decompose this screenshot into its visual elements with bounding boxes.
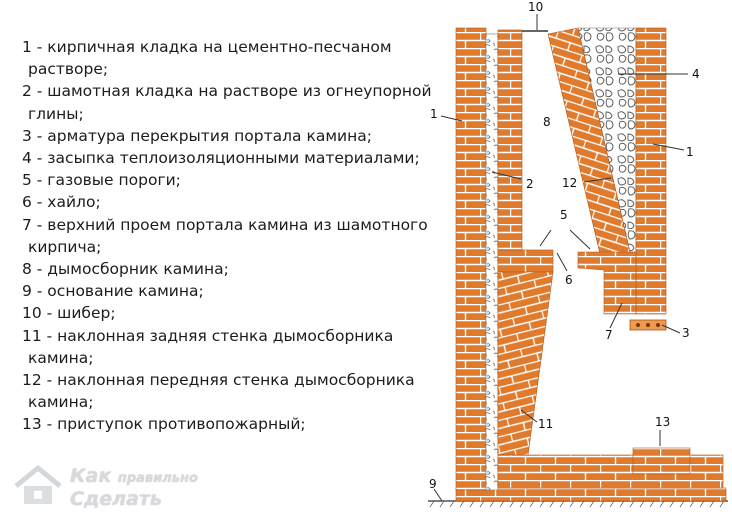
right-brick-wall bbox=[635, 27, 667, 315]
legend-item: 10 - шибер; bbox=[22, 302, 442, 324]
callout-10: 10 bbox=[528, 0, 543, 14]
callout-9: 9 bbox=[429, 477, 437, 491]
legend-item-text: 5 - газовые пороги; bbox=[22, 171, 181, 190]
legend-item-continuation: камина; bbox=[28, 348, 94, 367]
legend-item: 11 - наклонная задняя стенка дымосборник… bbox=[22, 325, 442, 369]
legend-item-text: 8 - дымосборник камина; bbox=[22, 260, 229, 279]
watermark-word-sdelat: Сделать bbox=[70, 488, 162, 510]
callout-5: 5 bbox=[560, 208, 568, 222]
legend-item: 12 - наклонная передняя стенка дымосборн… bbox=[22, 369, 442, 413]
legend-item-text: 6 - хайло; bbox=[22, 193, 101, 212]
legend-item: 3 - арматура перекрытия портала камина; bbox=[22, 125, 442, 147]
legend-item-continuation: глины; bbox=[28, 104, 84, 123]
fireplace-base bbox=[428, 487, 728, 508]
watermark-logo: Как правильно Сделать bbox=[10, 462, 220, 512]
legend-item-text: 10 - шибер; bbox=[22, 304, 116, 323]
callout-13: 13 bbox=[655, 415, 670, 429]
callout-2: 2 bbox=[526, 177, 534, 191]
legend-item-text: 1 - кирпичная кладка на цементно-песчано… bbox=[22, 38, 392, 56]
callout-12: 12 bbox=[562, 176, 577, 190]
portal-reinforcement bbox=[629, 319, 667, 331]
legend-item-continuation: раствоpe; bbox=[28, 60, 109, 79]
legend-list: 1 - кирпичная кладка на цементно-песчано… bbox=[22, 36, 442, 436]
legend-item: 5 - газовые пороги; bbox=[22, 169, 442, 191]
legend-item-text: 12 - наклонная передняя стенка дымосборн… bbox=[22, 371, 415, 390]
legend-item: 6 - хайло; bbox=[22, 191, 442, 213]
callout-3: 3 bbox=[682, 326, 690, 340]
callout-1-right: 1 bbox=[686, 145, 694, 159]
legend-item-text: 7 - верхний проем портала камина из шамо… bbox=[22, 215, 428, 234]
legend-item-text: 11 - наклонная задняя стенка дымосборник… bbox=[22, 326, 394, 345]
watermark-word-kak: Как bbox=[70, 465, 112, 487]
callout-6: 6 bbox=[565, 273, 573, 287]
portal-top-opening bbox=[577, 251, 637, 315]
legend-item: 7 - верхний проем портала камина из шамо… bbox=[22, 214, 442, 258]
fire-safety-step bbox=[632, 447, 691, 475]
callout-11: 11 bbox=[538, 417, 553, 431]
legend-item-text: 4 - засыпка теплоизоляционными материала… bbox=[22, 149, 420, 168]
legend-item-continuation: камина; bbox=[28, 393, 94, 412]
house-icon bbox=[14, 465, 62, 504]
callout-7: 7 bbox=[605, 328, 613, 342]
leader-lines bbox=[433, 14, 688, 502]
left-brick-wall bbox=[455, 27, 487, 491]
legend-item: 1 - кирпичная кладка на цементно-песчано… bbox=[22, 36, 442, 80]
legend-item-text: 13 - приступок противопожарный; bbox=[22, 415, 306, 434]
callout-8: 8 bbox=[543, 115, 551, 129]
legend-item-continuation: кирпича; bbox=[28, 237, 102, 256]
legend-item-text: 9 - основание камина; bbox=[22, 282, 204, 301]
legend-item: 9 - основание камина; bbox=[22, 280, 442, 302]
callout-4: 4 bbox=[692, 67, 700, 81]
inner-chimney-wall bbox=[497, 29, 523, 251]
callout-1-left: 1 bbox=[430, 107, 438, 121]
watermark-text: Как правильно Сделать bbox=[70, 466, 198, 509]
legend-item: 2 - шамотная кладка на растворе из огнеу… bbox=[22, 80, 442, 124]
legend-item-text: 3 - арматура перекрытия портала камина; bbox=[22, 126, 372, 145]
legend-item: 8 - дымосборник камина; bbox=[22, 258, 442, 280]
legend-item: 4 - засыпка теплоизоляционными материала… bbox=[22, 147, 442, 169]
gas-threshold-ledge bbox=[497, 249, 554, 273]
legend-item-text: 2 - шамотная кладка на растворе из огнеу… bbox=[22, 82, 432, 101]
legend-item: 13 - приступок противопожарный; bbox=[22, 413, 442, 435]
chamotte-layer bbox=[485, 33, 499, 491]
watermark-word-pravilno: правильно bbox=[117, 471, 198, 486]
